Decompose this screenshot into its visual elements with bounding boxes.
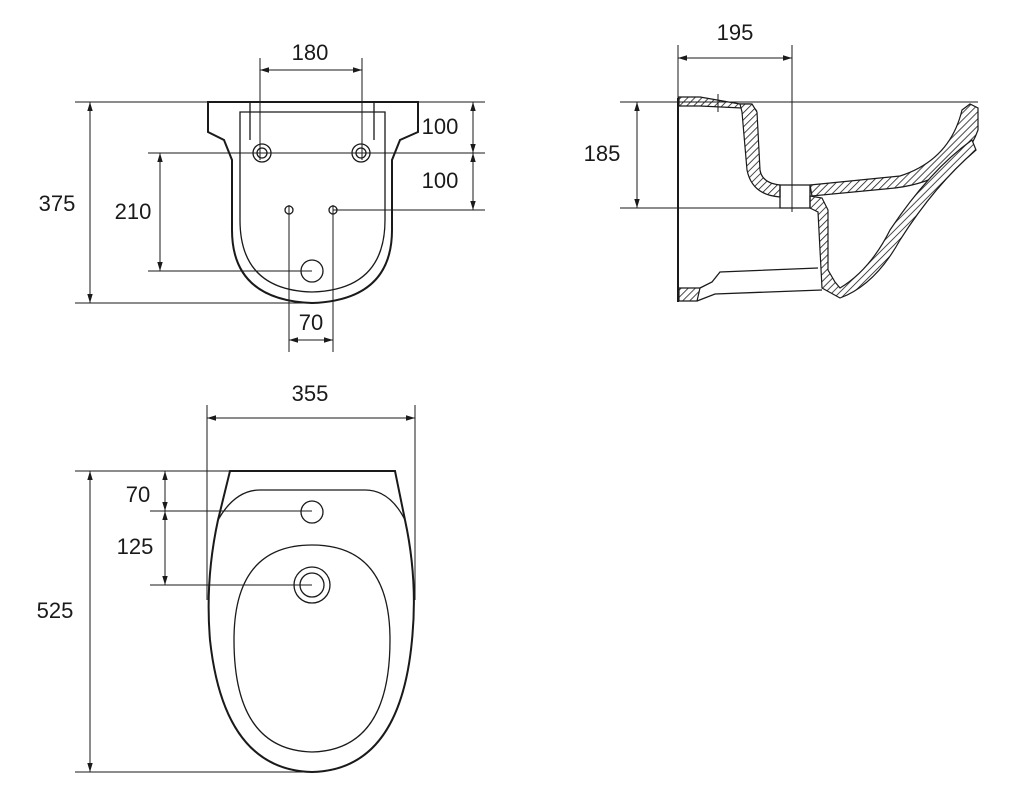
dim-195: 195 [717, 20, 754, 45]
dim-180: 180 [292, 40, 329, 65]
front-view: 180 375 210 100 100 70 [39, 40, 485, 352]
bowl-outline [233, 544, 391, 753]
dim-185: 185 [584, 141, 621, 166]
rim-outline [217, 489, 406, 521]
dim-355: 355 [292, 381, 329, 406]
dim-210: 210 [115, 199, 152, 224]
side-view: 185 195 [584, 20, 979, 302]
dim-70-top: 70 [126, 482, 150, 507]
dim-525: 525 [37, 598, 74, 623]
dim-375: 375 [39, 191, 76, 216]
front-outline [207, 101, 419, 305]
dim-100-upper: 100 [422, 114, 459, 139]
top-outline [207, 470, 415, 774]
tap-hole [300, 500, 324, 524]
front-inner-outline [239, 111, 386, 293]
dim-70-front: 70 [299, 310, 323, 335]
dim-100-lower: 100 [422, 168, 459, 193]
top-view: 355 525 70 125 [37, 381, 416, 774]
dim-125: 125 [117, 534, 154, 559]
